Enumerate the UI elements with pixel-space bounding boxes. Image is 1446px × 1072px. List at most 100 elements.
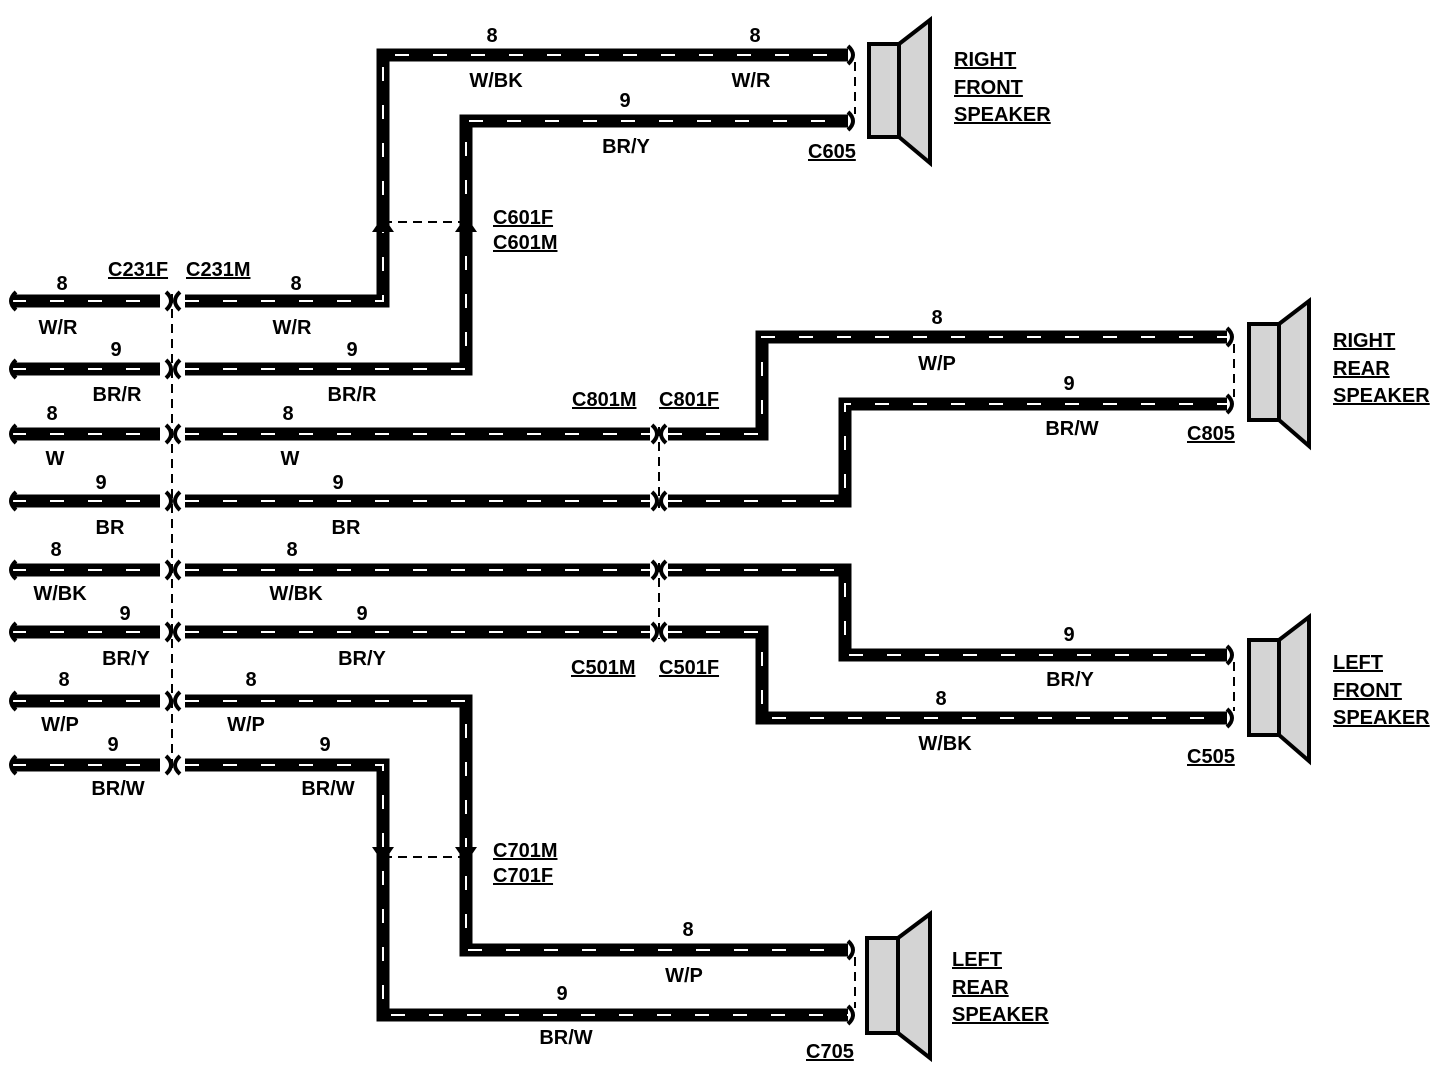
wire-br-r-to-right-front [185, 114, 848, 376]
connector-c805: C805 [1187, 423, 1235, 445]
left-front-speaker-label: LEFT FRONT SPEAKER [1333, 652, 1430, 729]
wire-gauge: 8 [58, 669, 69, 691]
speaker-label-line: LEFT [1333, 652, 1383, 674]
left-rear-speaker-label: LEFT REAR SPEAKER [952, 949, 1049, 1026]
wire-striping [12, 54, 1227, 1016]
wire-gauge: 9 [332, 472, 343, 494]
connector-c605: C605 [808, 141, 856, 163]
connector-c601m: C601M [493, 232, 557, 254]
connector-c801f: C801F [659, 389, 719, 411]
wire-gauge: 8 [290, 273, 301, 295]
connector-dashed-lines [171, 62, 1235, 1008]
connector-c231m: C231M [186, 259, 250, 281]
wire-labels: 8 W/R 9 BR/R 8 W 9 BR 8 W/BK 9 BR/Y 8 W/… [33, 25, 1098, 1049]
wire-group [12, 48, 1227, 1022]
wire-w-bk-to-left-front [668, 625, 1227, 725]
speaker-label-line: REAR [1333, 358, 1390, 380]
speaker-label-line: FRONT [1333, 680, 1402, 702]
connector-labels: C231F C231M C601F C601M C605 C801M C801F… [108, 141, 1235, 1063]
wire-w-r-to-right-front [185, 48, 848, 308]
right-rear-speaker-label: RIGHT REAR SPEAKER [1333, 330, 1430, 407]
wire-gauge: 8 [749, 25, 760, 47]
wire-gauge: 8 [486, 25, 497, 47]
connector-c505: C505 [1187, 746, 1235, 768]
wire-color: BR/R [328, 384, 377, 406]
speaker-label-line: SPEAKER [954, 104, 1051, 126]
speaker-label-line: RIGHT [1333, 330, 1395, 352]
speaker-label-line: REAR [952, 977, 1009, 999]
wire-color: W/P [227, 714, 265, 736]
right-rear-speaker-symbol [1247, 296, 1311, 451]
wire-gauge: 8 [56, 273, 67, 295]
wire-gauge: 9 [619, 90, 630, 112]
wire-color: BR/W [539, 1027, 592, 1049]
wire-gauge: 8 [286, 539, 297, 561]
wire-gauge: 9 [95, 472, 106, 494]
wire-gauge: 9 [119, 603, 130, 625]
wire-color: W/R [39, 317, 78, 339]
wire-gauge: 9 [346, 339, 357, 361]
wire-gauge: 9 [319, 734, 330, 756]
left-front-speaker-symbol [1247, 612, 1311, 766]
right-front-speaker-symbol [867, 15, 932, 168]
speaker-label-line: FRONT [954, 77, 1023, 99]
wire-color: W/P [41, 714, 79, 736]
wire-gauge: 8 [931, 307, 942, 329]
wire-color: W/P [918, 353, 956, 375]
speaker-label-line: SPEAKER [952, 1004, 1049, 1026]
speaker-label-line: SPEAKER [1333, 385, 1430, 407]
connector-c701m: C701M [493, 840, 557, 862]
wire-gauge: 8 [46, 403, 57, 425]
speaker-label-line: SPEAKER [1333, 707, 1430, 729]
connector-c701f: C701F [493, 865, 553, 887]
connector-pins [9, 44, 1234, 1026]
wire-gauge: 9 [356, 603, 367, 625]
wire-color: BR [332, 517, 361, 539]
wire-gauge: 8 [50, 539, 61, 561]
connector-c601f: C601F [493, 207, 553, 229]
speaker-label-line: LEFT [952, 949, 1002, 971]
wire-gauge: 9 [1063, 624, 1074, 646]
wire-color: W/BK [469, 70, 523, 92]
wire-color: BR/R [93, 384, 142, 406]
inline-connector-arrows [372, 216, 477, 863]
wire-w-p-to-right-rear [668, 330, 1227, 441]
wire-color: W/P [665, 965, 703, 987]
wire-color: W/BK [269, 583, 323, 605]
wire-color: W/BK [33, 583, 87, 605]
right-front-speaker-label: RIGHT FRONT SPEAKER [954, 49, 1051, 126]
speaker-label-line: RIGHT [954, 49, 1016, 71]
connector-c231f: C231F [108, 259, 168, 281]
wire-gauge: 9 [110, 339, 121, 361]
left-rear-speaker-symbol [865, 910, 932, 1063]
connector-c501m: C501M [571, 657, 635, 679]
wire-color: W/R [273, 317, 312, 339]
wire-color: BR/W [91, 778, 144, 800]
wire-color: BR [96, 517, 125, 539]
wire-gauge: 9 [556, 983, 567, 1005]
connector-c501f: C501F [659, 657, 719, 679]
connector-c705: C705 [806, 1041, 854, 1063]
wire-gauge: 9 [107, 734, 118, 756]
wire-w-p-to-left-rear [185, 694, 848, 957]
wire-gauge: 8 [682, 919, 693, 941]
wire-br-w-to-right-rear [668, 397, 1227, 508]
wire-gauge: 8 [935, 688, 946, 710]
wire-br-y-to-left-front [668, 563, 1227, 662]
wire-color: W [46, 448, 65, 470]
wire-color: BR/Y [338, 648, 386, 670]
wire-color: W/R [732, 70, 771, 92]
wire-color: BR/Y [602, 136, 650, 158]
connector-c801m: C801M [572, 389, 636, 411]
wire-gauge: 8 [282, 403, 293, 425]
wire-br-w-to-left-rear [185, 758, 848, 1022]
wire-color: W [281, 448, 300, 470]
wire-color: W/BK [918, 733, 972, 755]
wire-gauge: 8 [245, 669, 256, 691]
wire-color: BR/Y [102, 648, 150, 670]
wire-color: BR/W [301, 778, 354, 800]
wire-color: BR/Y [1046, 669, 1094, 691]
wire-gauge: 9 [1063, 373, 1074, 395]
wire-color: BR/W [1045, 418, 1098, 440]
